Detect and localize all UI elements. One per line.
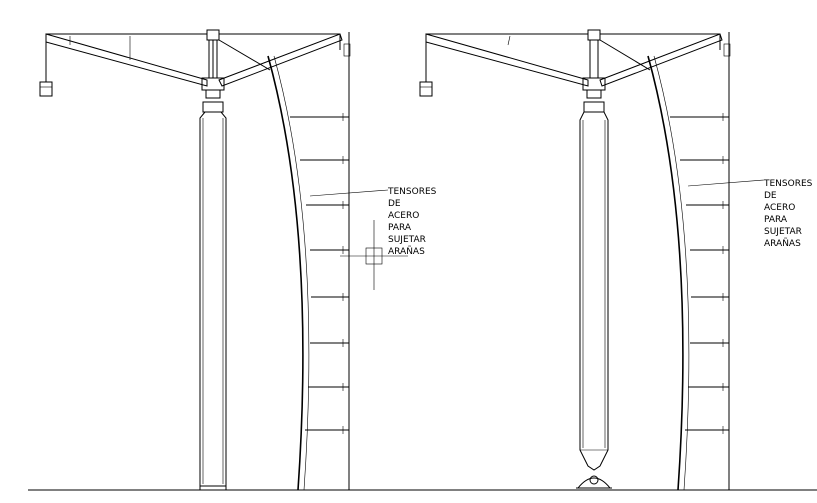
right-label-line-1: TENSORES [763,179,813,189]
right-view: TENSORES DE ACERO PARA SUJETAR ARAÑAS [419,29,815,491]
right-label-line-5: SUJETAR [764,227,802,237]
left-hook-block [39,81,53,97]
left-label: TENSORES DE ACERO PARA SUJETAR ARAÑAS [387,187,439,257]
right-hook-block [419,81,433,97]
right-column-head [582,29,606,99]
right-boom-arm-left [419,33,589,97]
right-column-base [576,475,612,489]
left-label-line-6: ARAÑAS [388,246,425,257]
right-label-line-2: DE [764,191,777,201]
left-curved-fin [267,55,310,491]
left-label-leader [309,189,389,197]
right-label-leader [687,179,765,187]
left-steel-tensors [290,113,349,434]
left-view: TENSORES DE ACERO PARA SUJETAR ARAÑAS [39,29,439,491]
right-label: TENSORES DE ACERO PARA SUJETAR ARAÑAS [763,179,815,249]
left-label-line-1: TENSORES [387,187,437,197]
left-label-line-2: DE [388,199,401,209]
left-column [199,101,227,491]
right-steel-tensors [670,113,729,434]
right-label-line-6: ARAÑAS [764,238,801,249]
right-boom-arm-right [599,33,731,87]
right-label-line-4: PARA [764,215,788,225]
left-label-line-4: PARA [388,223,412,233]
left-label-line-3: ACERO [388,211,419,221]
left-label-line-5: SUJETAR [388,235,426,245]
right-column [579,101,609,471]
cad-crosshair-cursor [340,220,408,290]
left-column-head [201,29,225,99]
right-label-line-3: ACERO [764,203,795,213]
left-right-boom [218,33,351,87]
left-boom-arm [39,33,208,97]
right-curved-fin [647,55,690,491]
